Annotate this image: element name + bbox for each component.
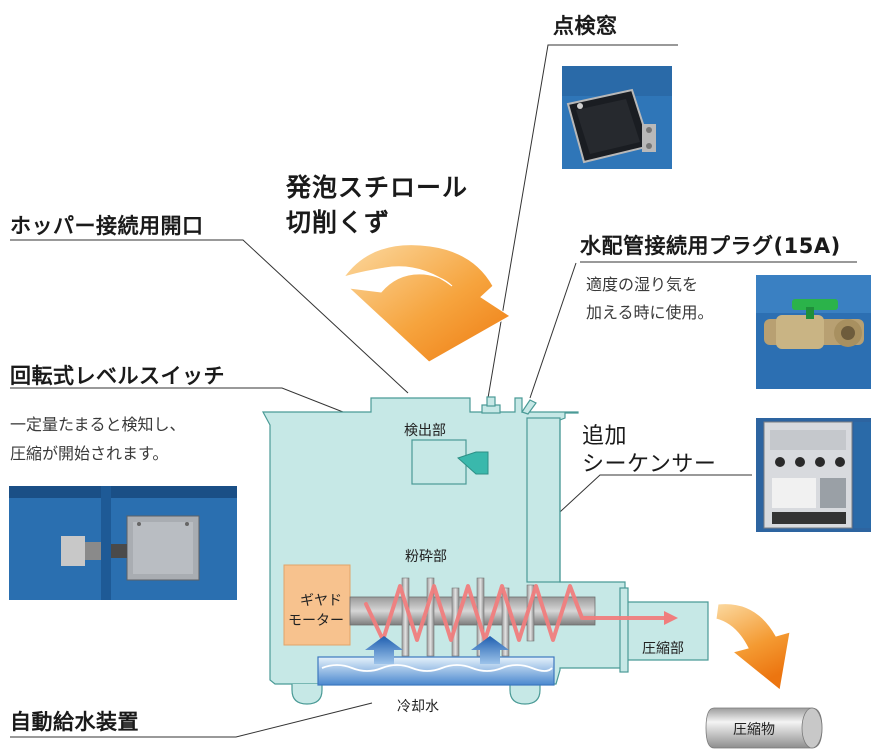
input-material-line2: 切削くず (286, 208, 391, 237)
compression-label: 圧縮部 (642, 641, 684, 657)
level-switch-label: 回転式レベルスイッチ (10, 364, 225, 388)
level-switch-photo (9, 486, 237, 600)
input-material-line1: 発泡スチロール (286, 173, 469, 202)
leader-hopper-opening (10, 239, 409, 394)
level-switch-sensor (411, 439, 489, 485)
cooling-water-label: 冷却水 (397, 699, 439, 715)
leader-inspection-window (487, 44, 678, 399)
detector-label: 検出部 (404, 423, 446, 439)
sequencer-label-line1: 追加 (582, 424, 628, 449)
hopper-opening-label: ホッパー接続用開口 (10, 214, 204, 238)
level-switch-desc-line1: 一定量たまると検知し、 (10, 415, 186, 434)
sequencer-label-line2: シーケンサー (582, 452, 717, 477)
level-switch-desc-line2: 圧縮が開始されます。 (10, 444, 169, 463)
geared-motor-box (283, 564, 351, 646)
leader-lines (10, 44, 857, 738)
water-feed-arrows (365, 636, 509, 664)
geared-motor-label-line2: モーター (288, 613, 344, 629)
cooling-water-tank (317, 656, 555, 686)
crusher-label: 粉砕部 (405, 549, 447, 565)
leader-water-plug (529, 262, 577, 399)
inspection-window-label: 点検窓 (553, 14, 618, 38)
leader-auto-water (10, 702, 373, 738)
geared-motor-label-line1: ギヤド (300, 593, 342, 609)
water-plug-label: 水配管接続用プラグ(15A) (580, 234, 841, 258)
output-arrow (715, 603, 791, 691)
sequencer-photo (756, 418, 871, 532)
inspection-window-photo (562, 66, 672, 169)
compressed-product-label: 圧縮物 (733, 722, 775, 738)
compressed-product (705, 707, 823, 749)
auto-water-label: 自動給水装置 (10, 710, 139, 734)
water-plug-desc-line1: 適度の湿り気を (586, 275, 699, 294)
water-plug-desc-line2: 加える時に使用。 (586, 303, 714, 322)
leader-sequencer (547, 474, 752, 524)
input-arrow (342, 244, 511, 363)
water-plug-photo (756, 275, 871, 389)
